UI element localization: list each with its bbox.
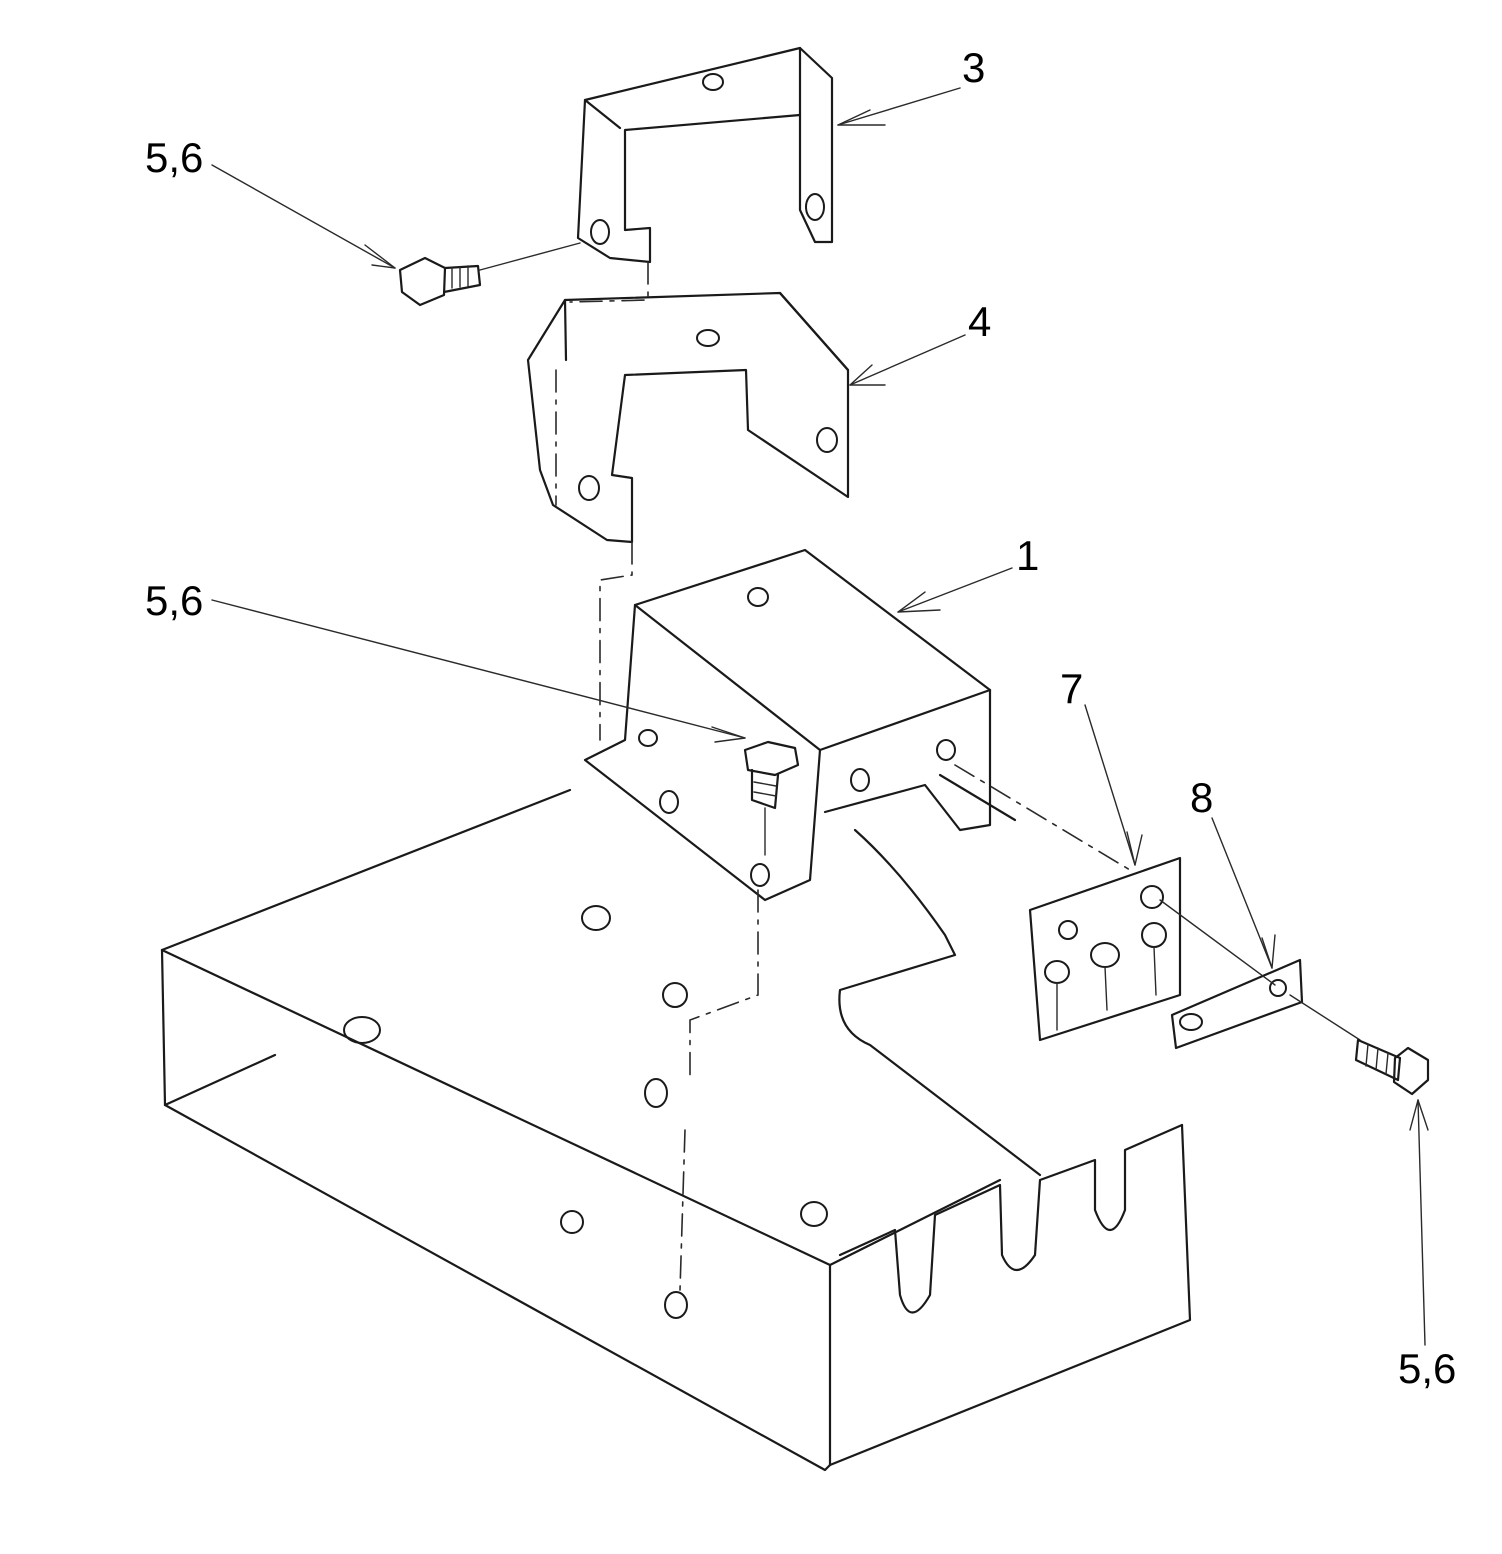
callout-4: 4: [968, 298, 991, 345]
bracket-4-hole-top: [696, 329, 720, 347]
base-hole-2: [662, 982, 688, 1008]
strap-8-hole-left: [1179, 1013, 1203, 1031]
box-1-hole-flange: [659, 790, 679, 814]
base-hole-6: [800, 1201, 828, 1227]
bracket-3-hole-left: [590, 219, 610, 245]
callout-3: 3: [962, 44, 985, 91]
bolt-5-6-middle: [743, 740, 800, 810]
callout-8: 8: [1190, 774, 1213, 821]
callout-5-6-top: 5,6: [145, 134, 203, 181]
bolt-5-6-top: [398, 256, 482, 307]
part-4-middle-bracket: [526, 291, 850, 544]
plate-7-hole-d: [1090, 942, 1120, 968]
bracket-4-hole-left: [578, 475, 600, 501]
plate-7-hole-a: [1140, 885, 1164, 909]
callout-5-6-middle: 5,6: [145, 577, 203, 624]
box-1-hole-top: [747, 587, 769, 607]
part-8-strap: [1170, 958, 1304, 1050]
part-3-upper-bracket: [576, 46, 834, 264]
callout-5-6-bottom: 5,6: [1398, 1345, 1456, 1392]
leader-lines: [211, 87, 1429, 1346]
bracket-3-hole-top: [702, 73, 724, 91]
part-1-channel-box: [583, 548, 1017, 902]
box-1-hole-bottom: [750, 863, 770, 887]
part-7-connector-plate: [1028, 856, 1182, 1042]
plate-7-hole-b: [1058, 920, 1078, 940]
plate-7-hole-e: [1044, 960, 1070, 984]
callout-1: 1: [1016, 532, 1039, 579]
callout-7: 7: [1060, 665, 1083, 712]
base-hole-3: [343, 1016, 381, 1044]
plate-7-hole-c: [1141, 922, 1167, 948]
box-1-hole-side-b: [936, 739, 956, 761]
bracket-4-hole-right: [816, 427, 838, 453]
base-hole-7: [664, 1291, 688, 1319]
strap-8-hole-right: [1269, 979, 1287, 997]
base-hole-5: [560, 1210, 584, 1234]
base-hole-1: [581, 905, 611, 931]
base-plate: [160, 788, 1192, 1472]
bracket-3-hole-right: [805, 193, 825, 221]
base-hole-4: [644, 1078, 668, 1108]
box-1-hole-side-a: [850, 768, 870, 792]
box-1-hole-left: [638, 729, 658, 747]
bolt-5-6-bottom: [1354, 1038, 1430, 1096]
